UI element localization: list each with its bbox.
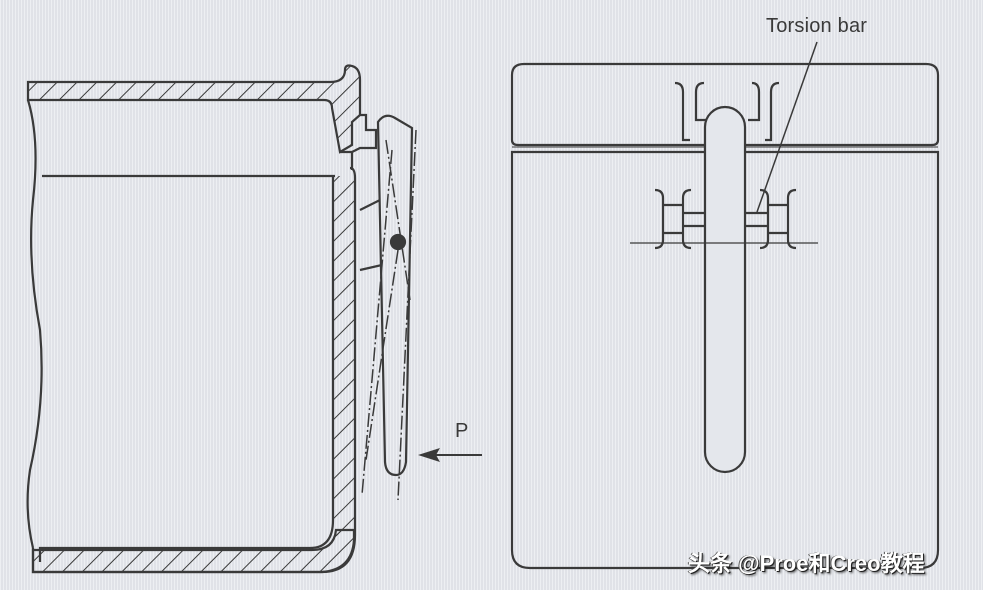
watermark-text: 头条 @Proe和Creo教程 [688,551,925,576]
front-view [510,41,940,570]
torsion-bar-label: Torsion bar [766,15,868,37]
side-section-view [26,64,482,574]
force-p-label: P [455,420,469,442]
